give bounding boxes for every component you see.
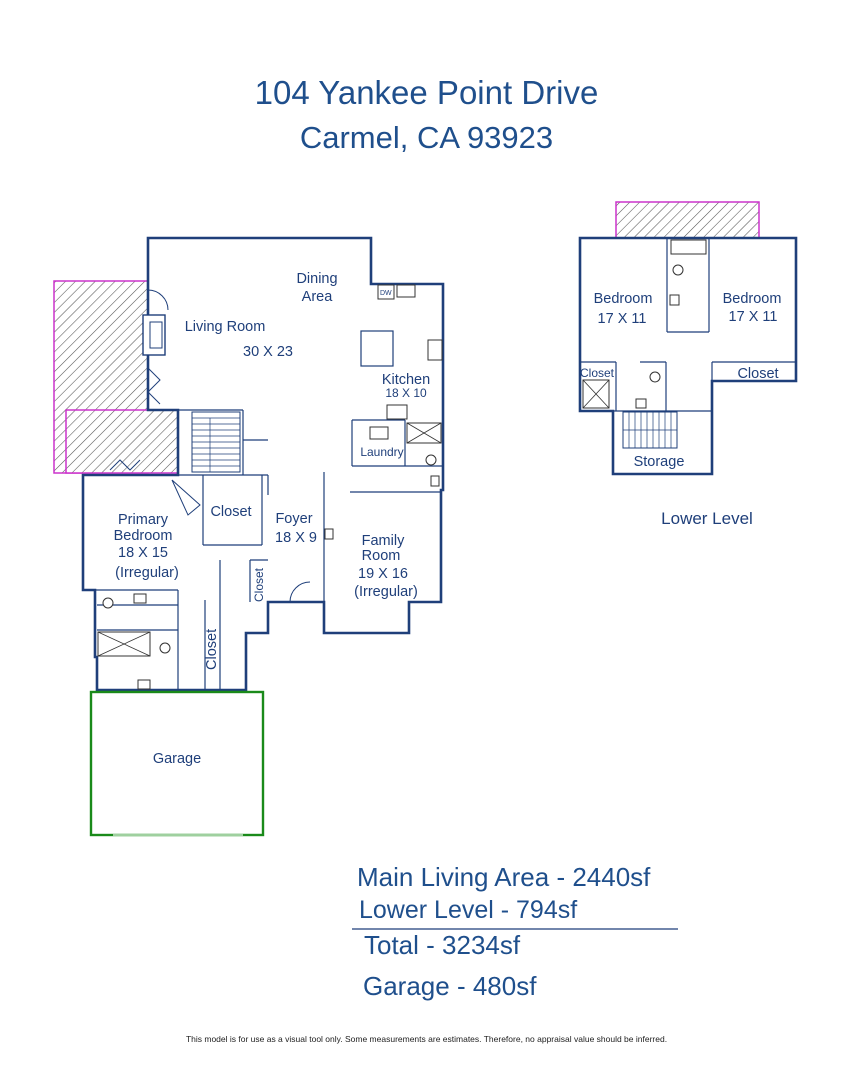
room-lower-bedroom-left-dims: 17 X 11 [598, 311, 647, 327]
room-closet-main: Closet [210, 504, 251, 520]
lower-level-label: Lower Level [661, 509, 753, 528]
room-dining-1: Dining [296, 271, 337, 287]
room-lower-closet-left: Closet [580, 366, 615, 380]
city-subtitle: Carmel, CA 93923 [299, 120, 554, 155]
room-primary-3: 18 X 15 [118, 545, 168, 561]
lower-level-plan [578, 201, 798, 476]
area-lower: Lower Level - 794sf [359, 896, 578, 924]
vanity-sink [324, 528, 334, 540]
lower-stair [622, 411, 678, 449]
room-lower-closet-right: Closet [737, 366, 778, 382]
room-foyer-name: Foyer [275, 511, 312, 527]
area-main: Main Living Area - 2440sf [357, 862, 651, 892]
main-level-labels: Dining Area Living Room 30 X 23 Kitchen … [114, 271, 431, 767]
toilet-icon [672, 264, 684, 276]
disclaimer-footnote: This model is for use as a visual tool o… [185, 1034, 668, 1044]
room-family-3: 19 X 16 [358, 566, 408, 582]
room-kitchen-dims: 18 X 10 [385, 386, 427, 400]
room-lower-bedroom-left-name: Bedroom [594, 291, 653, 307]
room-lower-bedroom-right-dims: 17 X 11 [729, 309, 778, 325]
fridge [386, 404, 408, 420]
area-garage: Garage - 480sf [363, 971, 537, 1001]
room-foyer-dims: 18 X 9 [275, 530, 317, 546]
room-living-dims: 30 X 23 [243, 344, 293, 360]
main-interior-walls [83, 409, 443, 690]
lower-outer-walls [578, 236, 798, 476]
address-title: 104 Yankee Point Drive [254, 74, 599, 111]
toilet-icon [425, 454, 437, 466]
deck-lower [615, 201, 760, 239]
vanity-sink [133, 593, 147, 604]
vanity-sink [430, 475, 440, 487]
room-family-4: (Irregular) [354, 584, 418, 600]
dishwasher [377, 284, 395, 300]
room-primary-4: (Irregular) [115, 565, 179, 581]
main-outer-walls [81, 236, 445, 692]
dishwasher-label: DW [380, 290, 392, 297]
room-family-1: Family [362, 533, 405, 549]
range [427, 339, 443, 361]
lower-level-labels: Bedroom 17 X 11 Bedroom 17 X 11 Closet C… [580, 291, 781, 528]
area-total: Total - 3234sf [364, 930, 521, 960]
kitchen-sink [396, 284, 416, 298]
vanity-sink [635, 398, 647, 409]
deck-left-lower [65, 409, 179, 474]
toilet-icon [649, 371, 661, 383]
lower-interior-walls [580, 238, 796, 412]
garage-outline [89, 690, 265, 837]
room-primary-1: Primary [118, 512, 169, 528]
room-kitchen-name: Kitchen [382, 372, 430, 388]
room-laundry: Laundry [360, 445, 403, 459]
tub-lower [670, 239, 707, 255]
room-closet-vertical-large: Closet [204, 629, 220, 670]
room-dining-2: Area [302, 289, 334, 305]
kitchen-island [360, 330, 394, 367]
vanity-sink [669, 294, 680, 306]
vanity-sink [137, 679, 151, 690]
room-garage: Garage [153, 751, 201, 767]
room-living-name: Living Room [185, 319, 266, 335]
main-stair [191, 411, 241, 473]
room-family-2: Room [362, 548, 401, 564]
room-lower-storage: Storage [634, 454, 685, 470]
toilet-icon [102, 597, 114, 609]
room-primary-2: Bedroom [114, 528, 173, 544]
main-level-plan: DW [53, 236, 445, 837]
laundry-sink [369, 426, 389, 440]
room-closet-vertical-small: Closet [252, 567, 266, 602]
room-lower-bedroom-right-name: Bedroom [723, 291, 782, 307]
toilet-icon [159, 642, 171, 654]
